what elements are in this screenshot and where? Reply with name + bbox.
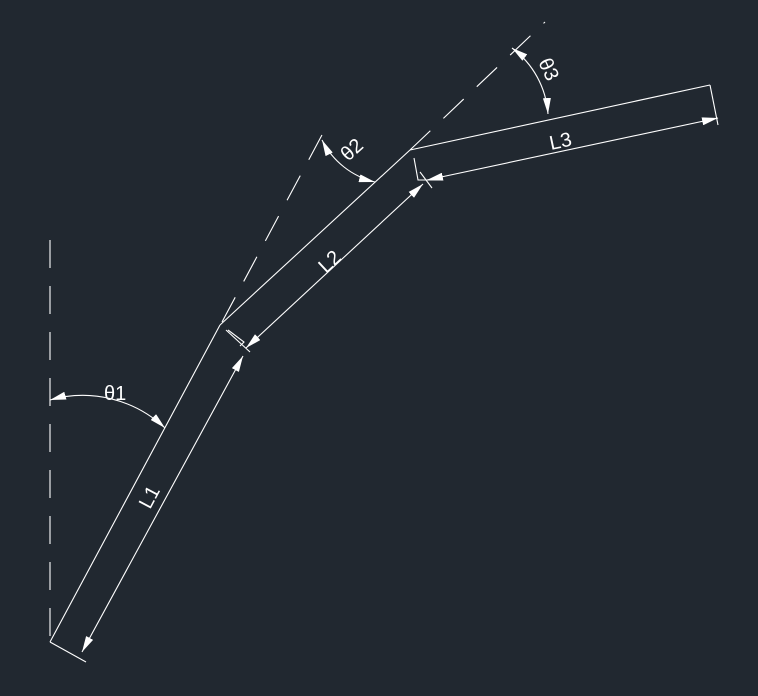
L3-dimension-line: [426, 117, 719, 181]
joint-3-marker: [413, 157, 440, 181]
theta1-arc: [49, 391, 166, 429]
theta3-arc: [511, 47, 551, 115]
theta2-label: θ2: [337, 134, 368, 165]
theta1-label: θ1: [104, 383, 126, 405]
L2-label: L2: [314, 246, 345, 277]
theta2-arc: [321, 139, 376, 183]
L1-dimension-line: [81, 355, 244, 653]
L1-extension-end: [225, 329, 251, 353]
link-2: [219, 149, 411, 326]
L3-label: L3: [547, 129, 573, 155]
link1-extension-line: [221, 119, 331, 323]
L2-extension-end: [419, 171, 433, 189]
link2-extension-line: [409, 21, 546, 151]
theta3-label: θ3: [533, 55, 562, 84]
L1-extension-start: [49, 641, 87, 663]
link-1: [49, 324, 221, 643]
L2-dimension-line: [245, 183, 424, 349]
